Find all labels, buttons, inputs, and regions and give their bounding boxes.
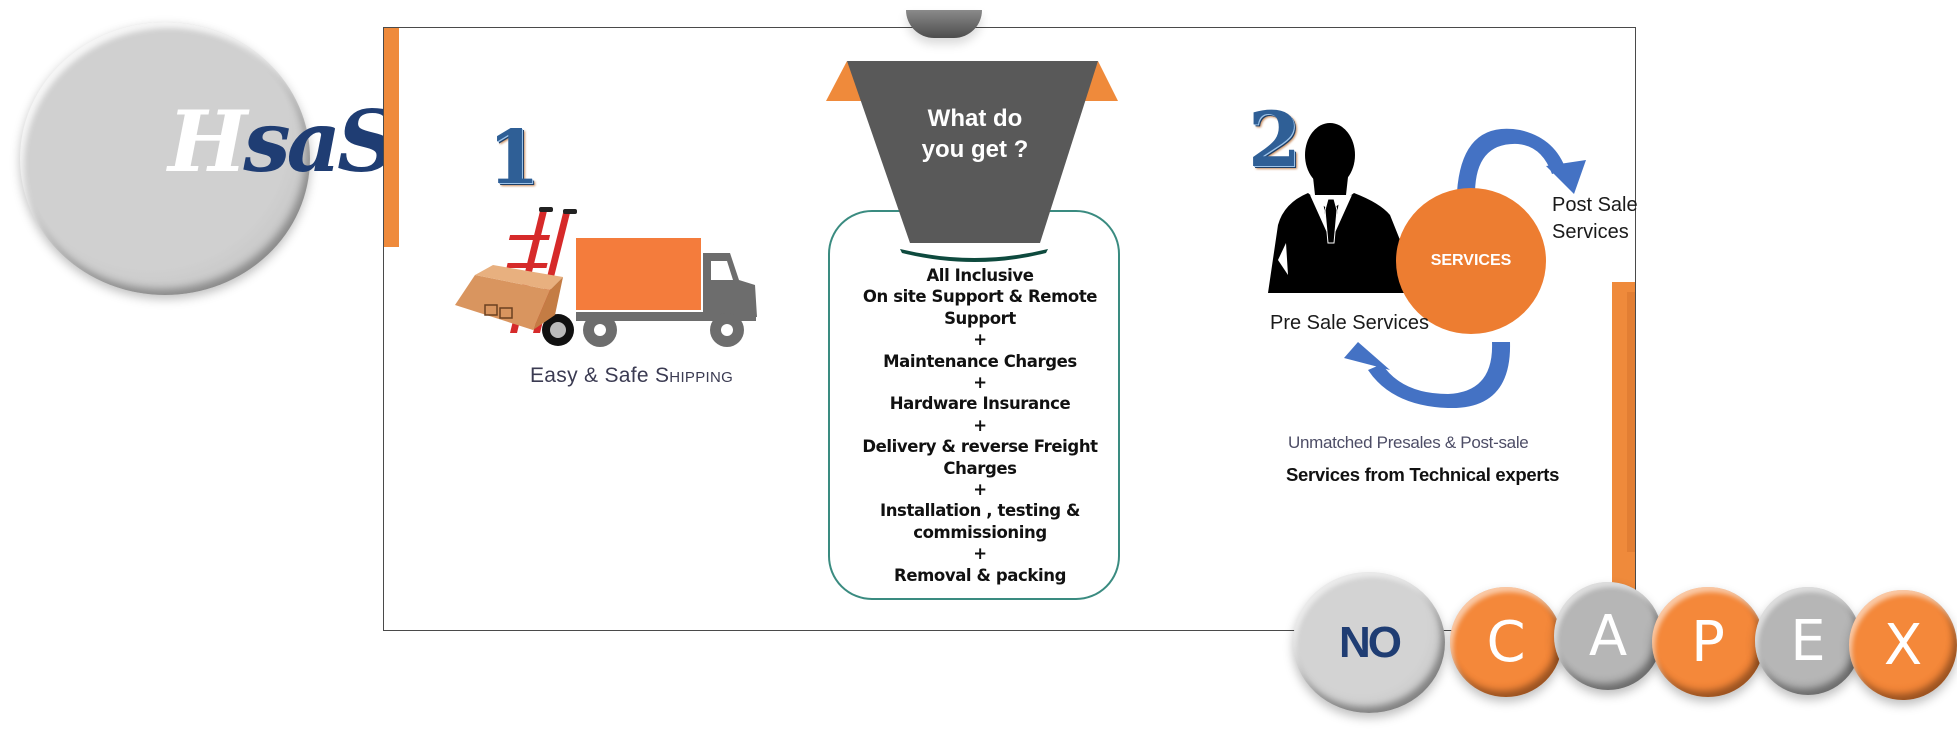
benefit-item: On site Support & Remote Support bbox=[862, 287, 1098, 328]
cardboard-box-icon bbox=[455, 265, 563, 330]
cycle-arrows bbox=[1344, 128, 1586, 409]
capex-letter-a: A bbox=[1554, 582, 1662, 690]
benefit-item: Maintenance Charges bbox=[883, 351, 1077, 371]
top-knob-decoration bbox=[906, 10, 982, 38]
logo-text: HsaS bbox=[168, 92, 398, 192]
logo-rest: saS bbox=[243, 92, 397, 191]
shipping-label: Easy & Safe Shipping bbox=[530, 364, 733, 388]
businessman-icon bbox=[1268, 123, 1406, 293]
capex-letter-x: X bbox=[1849, 590, 1957, 700]
logo-first-letter: H bbox=[168, 92, 247, 191]
capex-letter-label: P bbox=[1691, 609, 1725, 675]
funnel-title-line-1: What do bbox=[927, 105, 1023, 132]
benefit-separator: + bbox=[973, 480, 987, 500]
step-number-1: 1 bbox=[488, 115, 540, 201]
services-circle: SERVICES bbox=[1396, 188, 1546, 334]
capex-letter-c: C bbox=[1450, 587, 1562, 697]
post-sale-label: Post Sale Services bbox=[1552, 192, 1638, 246]
capex-letter-label: X bbox=[1883, 612, 1923, 678]
arrow-to-post-sale-icon bbox=[1457, 128, 1586, 194]
services-circle-label: SERVICES bbox=[1430, 252, 1512, 269]
funnel-right-tab bbox=[1082, 61, 1118, 101]
benefits-list: All Inclusive On site Support & Remote S… bbox=[860, 265, 1100, 586]
benefit-separator: + bbox=[973, 330, 987, 350]
no-badge-label: NO bbox=[1339, 617, 1402, 667]
shipping-label-smallcaps: Shipping bbox=[655, 364, 734, 387]
funnel-title-line-2: you get ? bbox=[921, 136, 1029, 163]
post-sale-line-1: Post Sale bbox=[1552, 194, 1638, 216]
funnel-title: What do you get ? bbox=[900, 103, 1050, 165]
funnel-shape bbox=[826, 61, 1118, 262]
delivery-truck-icon bbox=[576, 238, 757, 347]
pre-sale-label: Pre Sale Services bbox=[1270, 312, 1429, 334]
funnel-body bbox=[847, 61, 1098, 243]
right-accent-bar bbox=[1612, 282, 1635, 592]
post-sale-line-2: Services bbox=[1552, 221, 1629, 243]
services-tagline-line-1: Unmatched Presales & Post-sale bbox=[1288, 433, 1529, 452]
benefit-item: Removal & packing bbox=[894, 565, 1066, 585]
benefit-separator: + bbox=[973, 373, 987, 393]
capex-letter-label: E bbox=[1790, 608, 1826, 674]
benefit-item: All Inclusive bbox=[926, 266, 1034, 285]
benefit-item: Hardware Insurance bbox=[889, 394, 1071, 414]
benefit-item: Delivery & reverse Freight Charges bbox=[862, 437, 1098, 478]
capex-letter-label: C bbox=[1486, 609, 1526, 675]
benefit-separator: + bbox=[973, 544, 987, 564]
capex-letter-label: A bbox=[1588, 603, 1628, 669]
arrow-to-pre-sale-icon bbox=[1344, 342, 1511, 409]
funnel-left-tab bbox=[826, 61, 866, 101]
shipping-truck-icon bbox=[455, 207, 757, 347]
benefit-separator: + bbox=[973, 415, 987, 435]
capex-letter-p: P bbox=[1652, 587, 1764, 697]
no-badge: NO bbox=[1293, 572, 1445, 713]
step-number-2: 2 bbox=[1248, 95, 1301, 184]
funnel-base-arc bbox=[900, 249, 1048, 262]
shipping-label-prefix: Easy & Safe bbox=[530, 364, 655, 387]
left-accent-bar bbox=[384, 28, 399, 247]
capex-letter-e: E bbox=[1755, 587, 1861, 695]
benefit-item: Installation , testing & commissioning bbox=[879, 501, 1081, 542]
logo-badge bbox=[20, 22, 310, 295]
services-tagline-line-2: Services from Technical experts bbox=[1286, 464, 1560, 485]
